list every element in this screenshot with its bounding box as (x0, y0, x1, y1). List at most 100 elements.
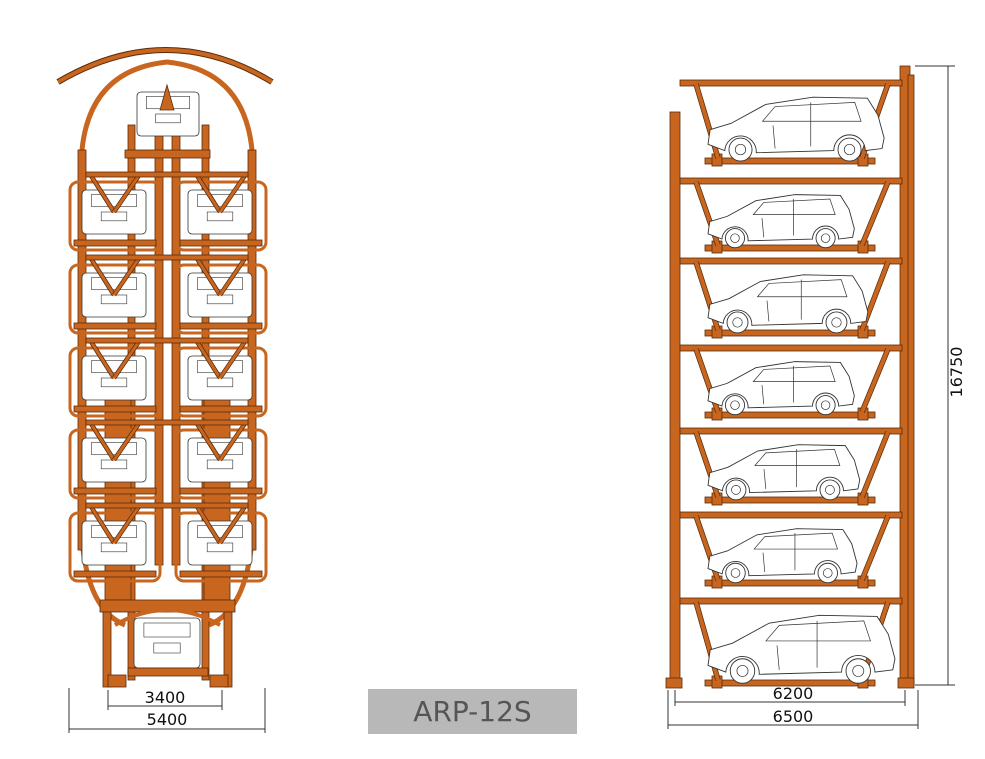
level-beam (679, 511, 903, 519)
level-beam (679, 597, 903, 605)
cross-strut (218, 421, 248, 461)
side-dimensions (667, 65, 955, 729)
car-hub (730, 400, 740, 410)
pallet-floor (127, 667, 209, 677)
pallet-floor (179, 487, 263, 495)
car-grille (155, 113, 181, 124)
car-pallet (704, 679, 876, 687)
cross-strut (194, 421, 222, 461)
car-hub (736, 665, 749, 677)
pallet-hanger-frame (68, 263, 162, 335)
car-windshield (91, 194, 137, 208)
car-wheel (724, 228, 746, 249)
rotary-pallet-right (174, 172, 268, 252)
pallet-floor (73, 239, 157, 247)
car-body (707, 194, 855, 242)
car-windshield (91, 277, 137, 291)
car-hub (731, 485, 741, 495)
level-crossbar (85, 337, 249, 344)
car-wheel (817, 562, 838, 584)
cross-strut (88, 256, 116, 296)
car-windshield (91, 525, 137, 539)
cross-strut (88, 339, 116, 379)
car-windshield (143, 622, 191, 638)
cross-strut (218, 504, 248, 544)
pallet-floor (73, 405, 157, 413)
car-wheel (726, 311, 749, 334)
pallet-hanger-frame (174, 346, 268, 418)
right-foot (897, 677, 915, 689)
front-outer-width-label: 5400 (147, 710, 188, 729)
car-windows (756, 279, 848, 322)
car-hub (852, 665, 865, 677)
car-pallet (704, 579, 876, 587)
car-wheel (819, 479, 841, 501)
cross-strut (218, 256, 248, 296)
car-hub (732, 317, 743, 328)
car-pallet (704, 411, 876, 419)
car-wheel (729, 658, 756, 684)
car-pallet (704, 329, 876, 337)
rotary-pallet-right (174, 255, 268, 335)
car-hub (730, 568, 741, 578)
lower-left-column (104, 369, 132, 601)
pallet-floor (73, 570, 157, 578)
rotary-pallet-left (68, 338, 162, 418)
rotary-pallet-right (174, 420, 268, 500)
car-hub (825, 485, 835, 495)
car-pallet (704, 157, 876, 165)
car-wheel (728, 137, 753, 162)
side-inner-width-label: 6200 (773, 684, 814, 703)
pallet-floor (73, 322, 157, 330)
pallet-hanger-frame (174, 263, 268, 335)
car-grille (153, 642, 181, 654)
car-windshield (91, 360, 137, 374)
bottom-pallet (114, 608, 221, 677)
top-hook (159, 83, 175, 111)
pallet-floor (179, 322, 263, 330)
side-level (679, 177, 903, 254)
cross-strut (218, 173, 248, 213)
level-beam (679, 344, 903, 352)
rotary-pallet-left (68, 172, 162, 252)
cross-strut (88, 421, 116, 461)
level-beam (679, 427, 903, 435)
upper-loop (79, 59, 255, 151)
rotary-pallet-right (174, 338, 268, 418)
level-beam (679, 177, 903, 185)
cross-strut (194, 504, 222, 544)
pallet-hanger-frame (68, 511, 162, 583)
model-label: ARP-12S (368, 689, 577, 734)
car-hub (820, 233, 831, 243)
car-wheel (725, 562, 746, 584)
pallet-floor (179, 239, 263, 247)
cross-strut (112, 256, 142, 296)
car-hub (822, 568, 833, 578)
car-body (707, 361, 855, 409)
car-wheel (815, 228, 836, 249)
pallet-hanger-frame (174, 428, 268, 500)
car-wheel (825, 311, 848, 334)
rotary-pallet-left (68, 503, 162, 583)
car-windows (752, 365, 836, 405)
level-beam (679, 79, 903, 87)
front-inner-width-label: 3400 (145, 688, 186, 707)
cross-strut (112, 504, 142, 544)
pallet-hanger-frame (68, 180, 162, 252)
pallet-floor (124, 149, 211, 159)
side-view (665, 65, 915, 689)
rotary-pallet-right (174, 503, 268, 583)
car-body (707, 528, 858, 577)
front-dimensions (68, 688, 266, 733)
cross-strut (88, 173, 116, 213)
car-wheel (725, 479, 747, 501)
cross-strut (88, 504, 116, 544)
hanger-strut (860, 348, 890, 413)
car-hub (831, 317, 842, 328)
level-crossbar (85, 171, 249, 178)
car-hub (820, 400, 831, 410)
cross-strut (112, 339, 142, 379)
car-windows (752, 198, 836, 238)
level-crossbar (85, 254, 249, 261)
bottom-hanger (114, 608, 221, 627)
